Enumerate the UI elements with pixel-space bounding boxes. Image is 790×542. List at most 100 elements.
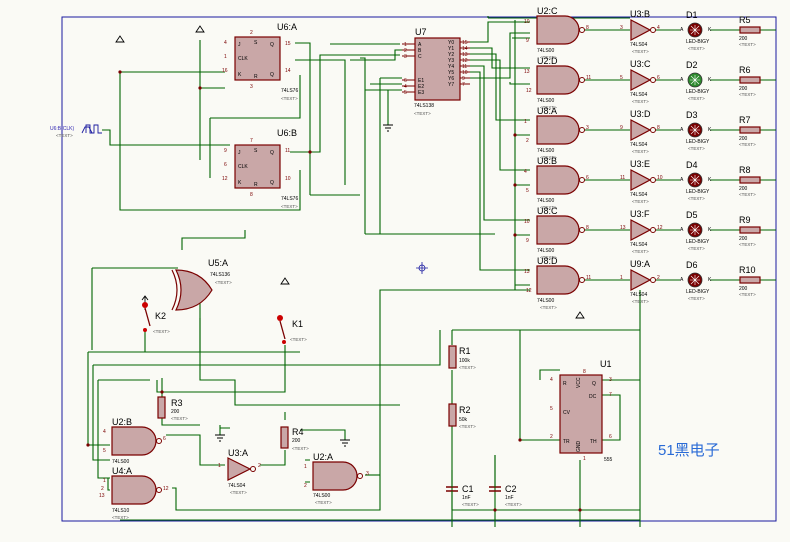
k1-ref: K1	[292, 319, 303, 329]
svg-text:<TEXT>: <TEXT>	[414, 111, 431, 116]
svg-text:J: J	[238, 42, 241, 48]
capacitor-c1[interactable]: C1 1nF <TEXT>	[446, 470, 479, 510]
resistor-r2[interactable]: R2 50k <TEXT>	[448, 403, 476, 429]
led-part: LED-BIGY	[686, 39, 710, 45]
led-ref: D1	[686, 10, 698, 20]
nand-ref: U2:D	[537, 56, 558, 66]
inverter-pin-in: 1	[620, 275, 623, 281]
svg-text:<TEXT>: <TEXT>	[281, 204, 298, 209]
clock-source[interactable]: U6:B(CLK) <TEXT>	[50, 124, 230, 146]
led-ref: D5	[686, 210, 698, 220]
inverter-pin-in: 3	[620, 25, 623, 31]
switch-k1[interactable]: K1 <TEXT>	[277, 315, 307, 344]
u7-pin-number: 12	[462, 58, 468, 64]
svg-text:K: K	[238, 72, 242, 78]
led-glow-icon	[690, 125, 700, 135]
led-ref: D4	[686, 160, 698, 170]
led-pin-a: A	[680, 177, 684, 183]
u7-pin-number: 11	[462, 64, 467, 70]
svg-text:2: 2	[258, 463, 261, 469]
capacitor-c2[interactable]: C2 1nF <TEXT>	[489, 455, 522, 507]
inverter-text: <TEXT>	[632, 249, 649, 254]
u4a-part: 74LS10	[112, 508, 129, 514]
svg-text:10: 10	[285, 176, 291, 182]
nand-ref: U8:B	[537, 156, 557, 166]
inverter-text: <TEXT>	[632, 49, 649, 54]
led-pin-a: A	[680, 277, 684, 283]
nand-pin-in2: 2	[526, 138, 529, 144]
led-pin-a: A	[680, 27, 684, 33]
r4-ref: R4	[292, 427, 304, 437]
svg-text:1: 1	[583, 456, 586, 462]
svg-text:J: J	[238, 150, 241, 156]
nand-gate-u2a[interactable]: U2:A 1 2 3 74LS00 <TEXT>	[304, 452, 369, 505]
u7-pin-label: B	[418, 48, 422, 54]
svg-text:Q: Q	[270, 180, 274, 186]
inverter-text: <TEXT>	[632, 99, 649, 104]
svg-text:1nF: 1nF	[505, 495, 514, 501]
u7-pin-label: C	[418, 54, 422, 60]
led-ref: D3	[686, 110, 698, 120]
inverter-u3a[interactable]: U3:A 1 2 74LS04 <TEXT>	[218, 448, 261, 495]
svg-text:K: K	[238, 180, 242, 186]
resistor-text: <TEXT>	[739, 242, 756, 247]
svg-text:CLK: CLK	[238, 164, 248, 170]
switch-k2[interactable]: K2 <TEXT>	[142, 302, 170, 334]
nand-text: <TEXT>	[540, 305, 557, 310]
u6b-part: 74LS76	[281, 196, 298, 202]
resistor-ref: R7	[739, 115, 751, 125]
resistor-r3[interactable]: R3 200 <TEXT>	[157, 396, 188, 421]
flipflop-u6b[interactable]: U6:B J CLK K S R Q Q 9 6 12 7 8 11 10 74…	[222, 128, 298, 209]
u7-pin-number: 3	[404, 54, 407, 60]
nand-gate-u4a[interactable]: U4:A 1 2 13 12 74LS10 <TEXT>	[99, 466, 169, 520]
svg-text:1: 1	[224, 54, 227, 60]
led-part: LED-BIGY	[686, 289, 710, 295]
inverter-text: <TEXT>	[632, 199, 649, 204]
led-text: <TEXT>	[688, 296, 705, 301]
resistor-r1[interactable]: R1 100k <TEXT>	[448, 345, 476, 370]
svg-text:8: 8	[250, 192, 253, 198]
inverter-pin-out: 2	[657, 275, 660, 281]
svg-text:R: R	[254, 182, 258, 188]
nand-text: <TEXT>	[540, 155, 557, 160]
xor-gate-u5a[interactable]: U5:A 74LS136 <TEXT>	[171, 258, 232, 311]
svg-text:<TEXT>: <TEXT>	[459, 424, 476, 429]
nand-pin-in1: 1	[524, 119, 527, 125]
resistor-r4[interactable]: R4 200 <TEXT>	[280, 426, 309, 451]
svg-text:R: R	[563, 381, 567, 387]
timer-u1[interactable]: U1 R DC VCC Q CV GND TR TH 4 7 8 3 5 1 2…	[550, 359, 613, 463]
u7-pin-label: Y7	[448, 82, 454, 88]
svg-text:CLK: CLK	[238, 56, 248, 62]
inverter-pin-in: 11	[620, 175, 625, 181]
nand-gate-u2b[interactable]: U2:B 4 5 6 74LS00	[103, 417, 166, 465]
nand-pin-in2: 5	[526, 188, 529, 194]
led-pin-a: A	[680, 127, 684, 133]
flipflop-u6a[interactable]: U6:A J CLK K S R Q Q 4 1 16 2 3 15 14 74…	[222, 22, 298, 101]
